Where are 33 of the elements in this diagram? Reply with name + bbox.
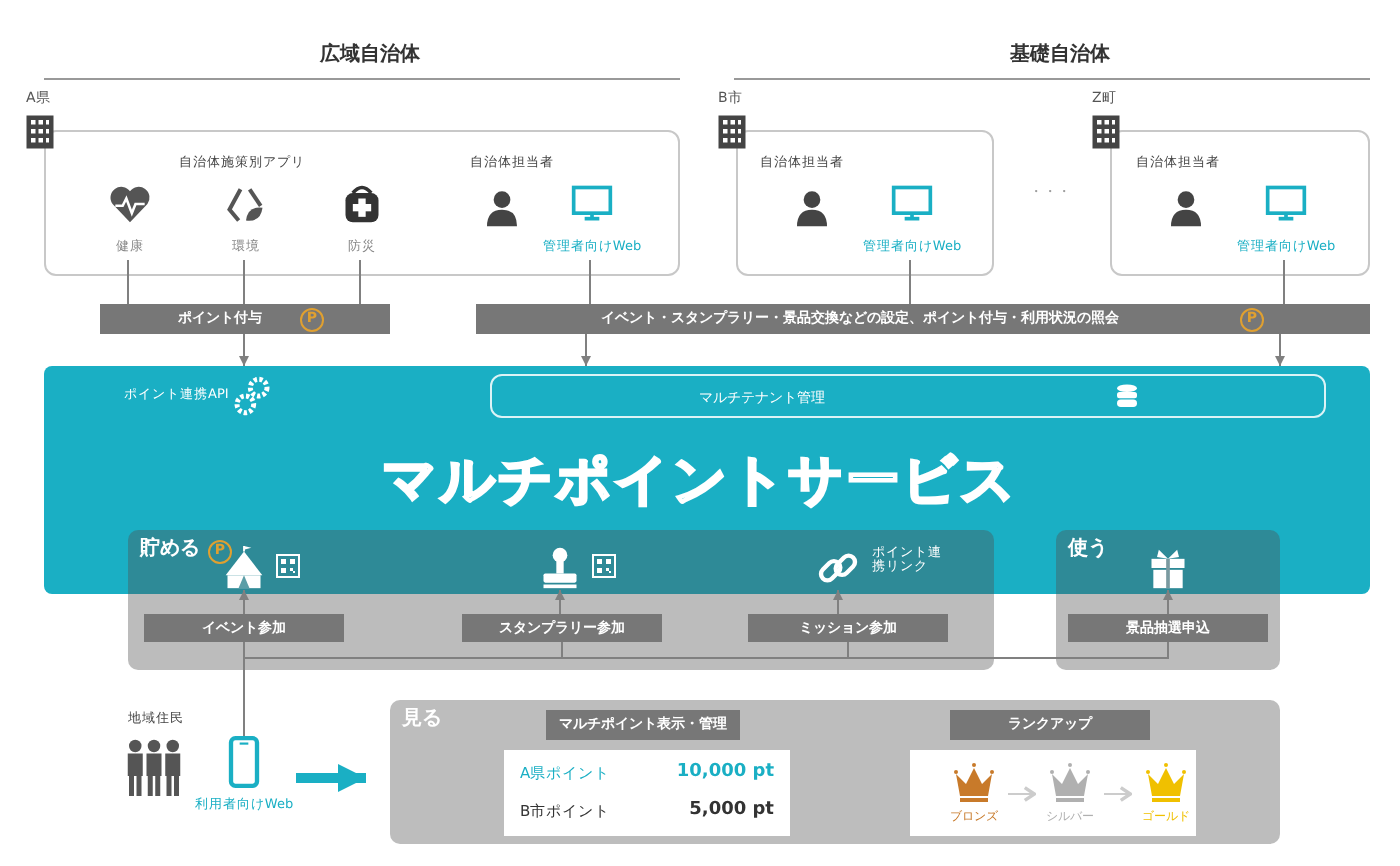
arrow [1007,785,1037,803]
arrow [296,764,366,792]
panel-heading: 見る [402,708,442,731]
table-cell: 5,000 pt [689,800,774,821]
action-panel [1056,530,1280,670]
action-panel [128,530,994,670]
info-bar [476,304,1370,334]
service-panel [44,366,1370,594]
info-bar [100,304,390,334]
table-cell: 10,000 pt [676,762,774,783]
points-table [504,750,790,836]
section-heading: 基礎自治体 [1010,44,1110,67]
panel-heading: 貯める [140,538,200,561]
arrow [239,333,249,367]
connector-line [127,259,129,305]
connector-line [243,259,245,305]
arrow [1103,785,1133,803]
arrow [555,589,565,615]
tenant-box [490,374,1326,418]
rank-box [910,750,1196,836]
connector-line [589,259,591,305]
section-heading: 広域自治体 [320,44,420,67]
arrow [1163,589,1173,615]
panel-heading: 使う [1068,538,1108,561]
arrow [833,589,843,615]
service-title: マルチポイントサービス [382,450,1018,513]
connector-line [1283,259,1285,305]
arrow [581,333,591,367]
arrow [239,589,249,615]
connector-line [359,259,361,305]
action-panel [390,700,1280,844]
arrow [1275,333,1285,367]
connector-line [909,259,911,305]
